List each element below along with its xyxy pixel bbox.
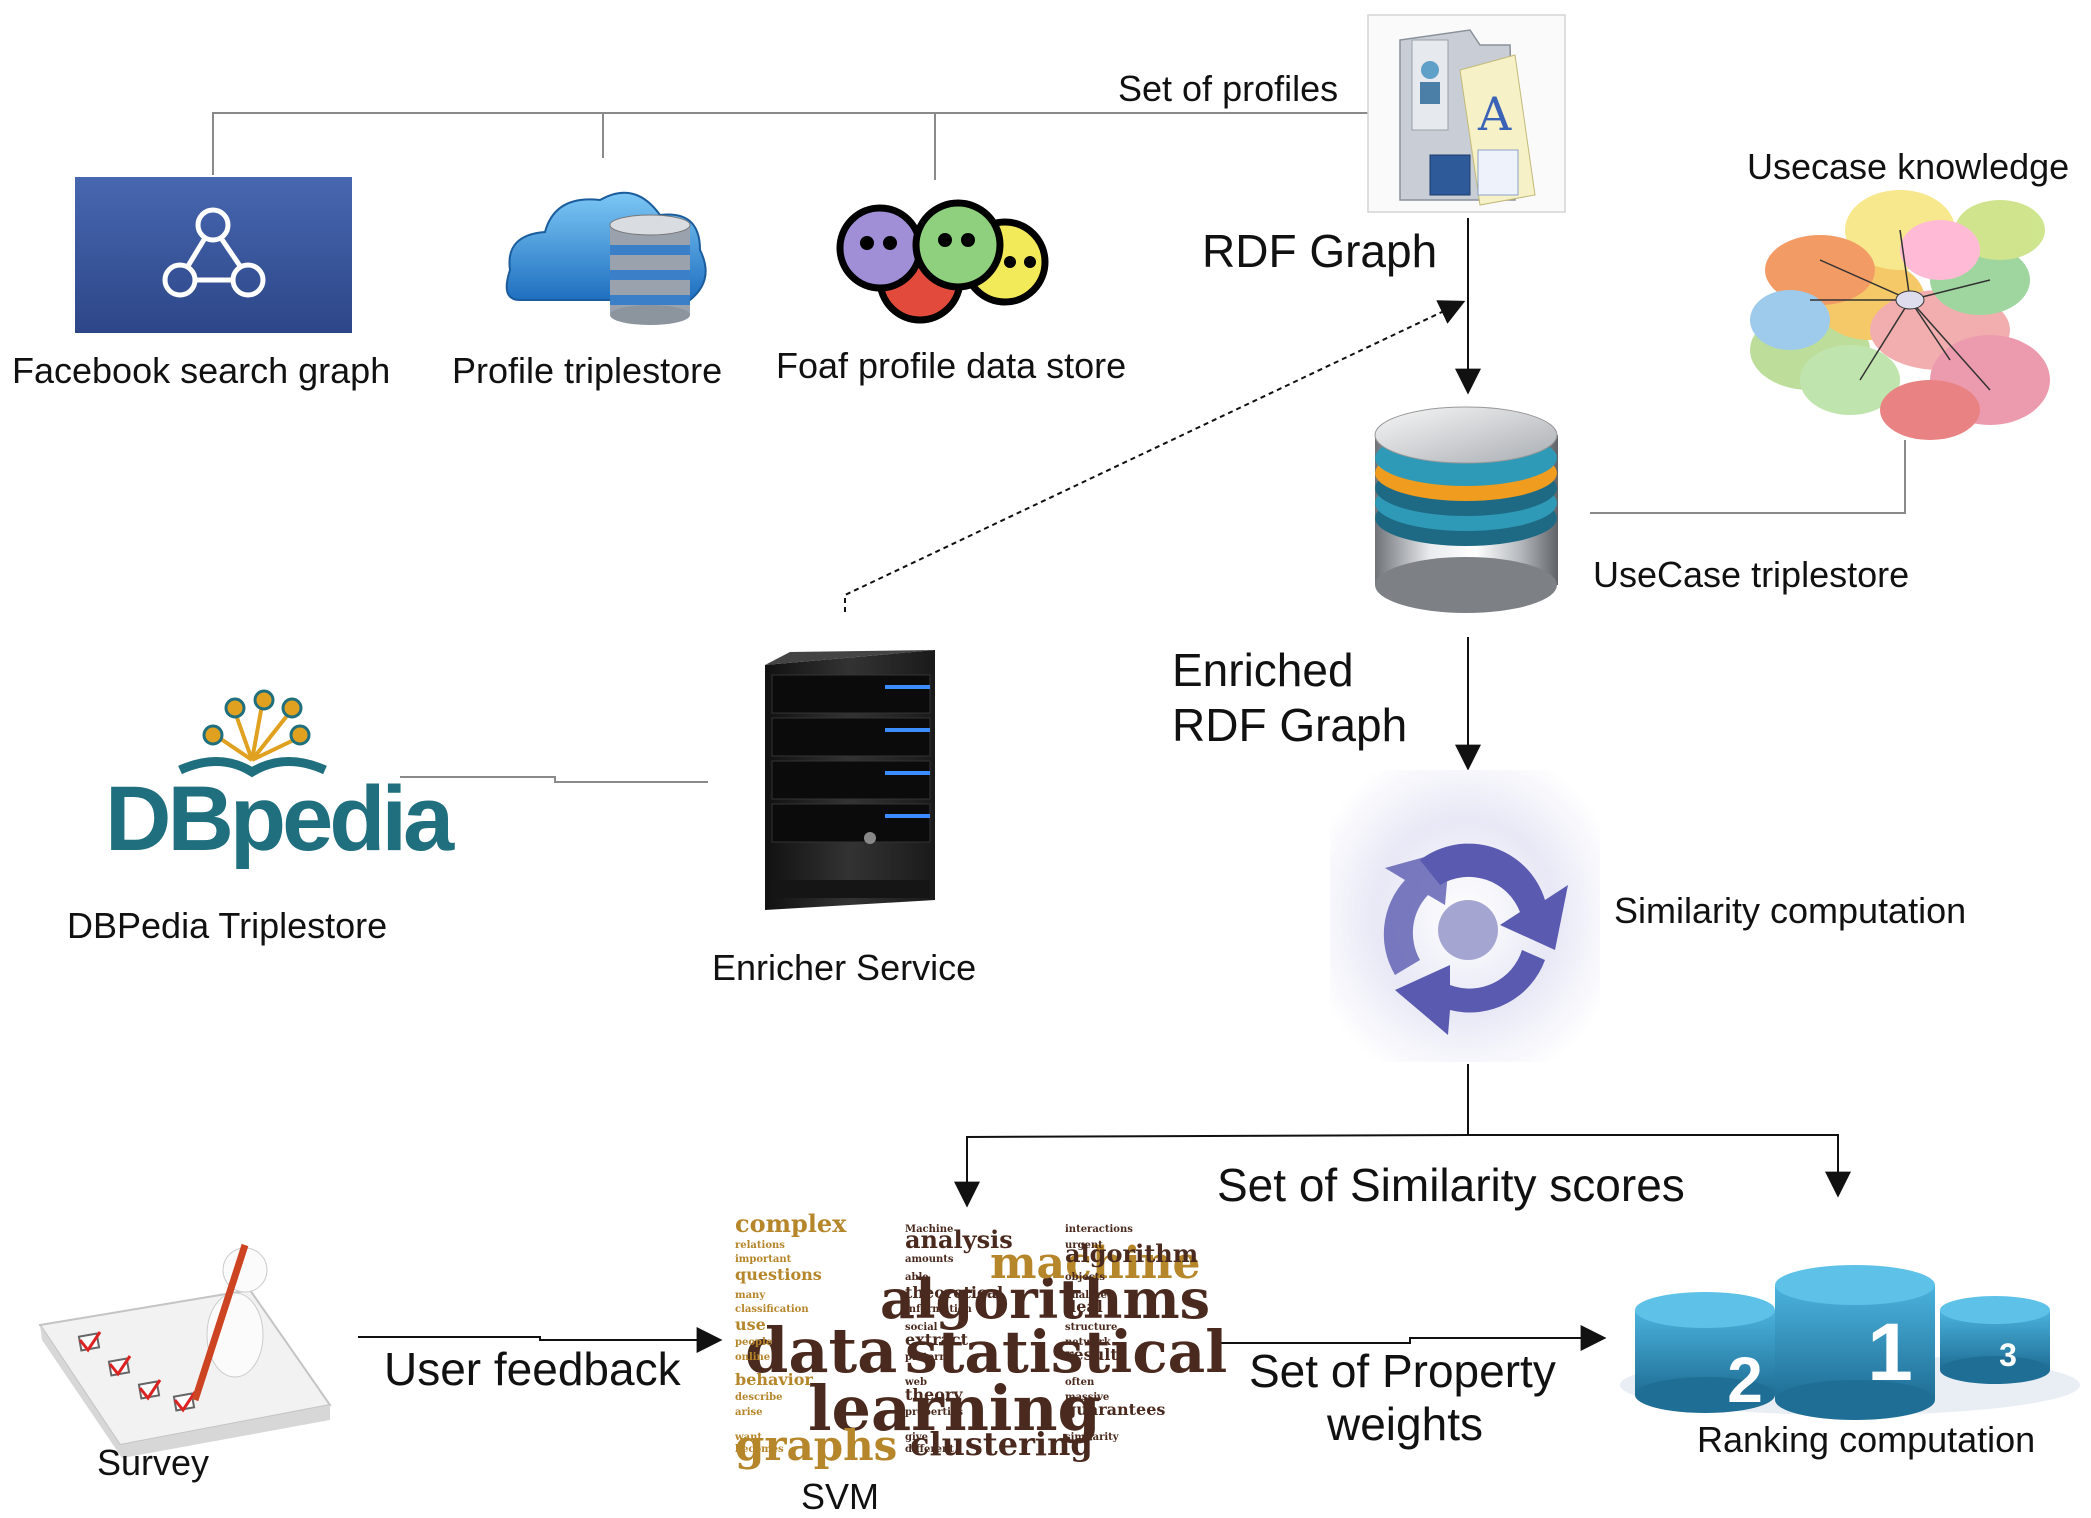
word-cloud-word: objects — [1065, 1272, 1105, 1283]
word-cloud-word: complex — [735, 1209, 847, 1238]
word-cloud-word: behavior — [735, 1370, 813, 1389]
word-cloud-word: data — [745, 1314, 897, 1387]
word-cloud-word: Machine — [905, 1224, 953, 1235]
dbpedia-enricher-connector — [400, 776, 708, 783]
word-cloud-word: learning — [808, 1372, 1101, 1445]
word-cloud-word: questions — [735, 1265, 822, 1284]
podium-icon: 1 2 3 — [1620, 1265, 2080, 1420]
user-feedback-arrow — [358, 1327, 723, 1353]
word-cloud-word: becomes — [735, 1444, 784, 1455]
word-cloud-word: guarantees — [1065, 1400, 1165, 1419]
word-cloud-word: deal — [1065, 1297, 1103, 1316]
word-cloud-word: massive — [1065, 1392, 1109, 1403]
word-cloud-word: interactions — [1065, 1224, 1133, 1235]
word-cloud-word: web — [904, 1377, 927, 1388]
usecase-triplestore-label: UseCase triplestore — [1593, 554, 1910, 595]
podium-third-number: 3 — [1999, 1337, 2017, 1373]
word-cloud-word: different — [905, 1444, 954, 1455]
word-cloud-word: many — [735, 1290, 766, 1301]
rdf-graph-label: RDF Graph — [1202, 225, 1438, 277]
word-cloud-word: machine — [990, 1238, 1201, 1289]
foaf-profile-data-store-label: Foaf profile data store — [776, 345, 1127, 386]
database-cylinder-icon — [1374, 406, 1558, 613]
word-cloud-word: online — [735, 1352, 770, 1363]
word-cloud-word: analysis — [905, 1225, 1013, 1254]
ranking-computation-label: Ranking computation — [1697, 1419, 2036, 1460]
word-cloud-word: patterns — [905, 1352, 953, 1363]
set-of-property-label-line1: Set of Property — [1249, 1345, 1556, 1397]
word-cloud-word: give — [905, 1432, 928, 1443]
set-of-profiles-label: Set of profiles — [1118, 68, 1339, 109]
word-cloud-word: information — [905, 1304, 972, 1315]
word-cloud-word: able — [905, 1272, 929, 1283]
server-tower-icon — [765, 650, 935, 910]
word-cloud-word: often — [1065, 1377, 1095, 1388]
svm-label: SVM — [801, 1476, 880, 1517]
ontology-graph-icon — [1750, 190, 2050, 440]
facebook-search-graph-label: Facebook search graph — [12, 350, 391, 391]
word-cloud-word: statistical — [905, 1318, 1227, 1386]
survey-label: Survey — [97, 1442, 210, 1483]
word-cloud-word: describe — [735, 1392, 783, 1403]
word-cloud-word: algorithms — [880, 1267, 1210, 1331]
word-cloud-word: structure — [1065, 1322, 1117, 1333]
top-bus-connector — [212, 112, 1368, 180]
word-cloud-word: analyze — [1065, 1290, 1107, 1301]
dbpedia-logo: DBpedia — [105, 689, 459, 870]
svg-text:A: A — [1477, 87, 1512, 141]
word-cloud-word: use — [735, 1315, 766, 1334]
word-cloud-word: extract — [905, 1330, 969, 1349]
word-cloud-word: classification — [735, 1304, 809, 1315]
similarity-scores-split-arrow — [954, 1064, 1851, 1208]
word-cloud-word: relations — [735, 1240, 785, 1251]
similarity-computation-label: Similarity computation — [1614, 890, 1967, 931]
facebook-graph-icon — [75, 177, 352, 333]
word-cloud-word: theoretical — [905, 1283, 1003, 1302]
word-cloud-word: results — [1065, 1345, 1127, 1364]
word-cloud-word: similarity — [1065, 1432, 1120, 1443]
word-cloud-word: want — [734, 1432, 762, 1443]
profiles-folder-icon: A — [1367, 14, 1566, 213]
podium-second-number: 2 — [1727, 1344, 1763, 1416]
set-of-property-label-line2: weights — [1327, 1398, 1483, 1450]
word-cloud-word: arise — [735, 1407, 763, 1418]
dbpedia-triplestore-label: DBPedia Triplestore — [67, 905, 388, 946]
word-cloud-word: social — [905, 1322, 938, 1333]
word-cloud-word: algorithm — [1065, 1239, 1198, 1268]
enriched-label-line2: RDF Graph — [1172, 699, 1408, 751]
property-weights-arrow — [1217, 1325, 1607, 1351]
word-cloud-word: properties — [905, 1407, 963, 1418]
word-cloud-word: graphs — [735, 1421, 897, 1470]
word-cloud-word: amounts — [905, 1254, 954, 1265]
profile-triplestore-label: Profile triplestore — [452, 350, 723, 391]
enricher-dotted-arrow — [844, 300, 1466, 612]
cloud-database-icon — [505, 191, 707, 325]
word-cloud-word: clustering — [910, 1425, 1093, 1463]
cycle-arrows-icon — [1330, 770, 1600, 1062]
word-cloud-word: important — [735, 1254, 792, 1265]
survey-checklist-icon — [38, 1243, 332, 1458]
foaf-faces-icon — [836, 199, 1049, 324]
user-feedback-label: User feedback — [384, 1343, 681, 1395]
usecase-knowledge-label: Usecase knowledge — [1747, 146, 2070, 187]
set-of-similarity-scores-label: Set of Similarity scores — [1217, 1159, 1685, 1211]
word-cloud-word: network — [1065, 1337, 1112, 1348]
enricher-service-label: Enricher Service — [712, 947, 977, 988]
dbpedia-logo-text: DBpedia — [105, 768, 455, 870]
usecase-knowledge-connector — [1590, 440, 1906, 514]
word-cloud-word: theory — [905, 1385, 963, 1404]
enriched-label-line1: Enriched — [1172, 644, 1354, 696]
word-cloud-word: urgent — [1065, 1240, 1103, 1251]
word-cloud-word: people — [735, 1337, 772, 1348]
podium-first-number: 1 — [1867, 1307, 1913, 1398]
